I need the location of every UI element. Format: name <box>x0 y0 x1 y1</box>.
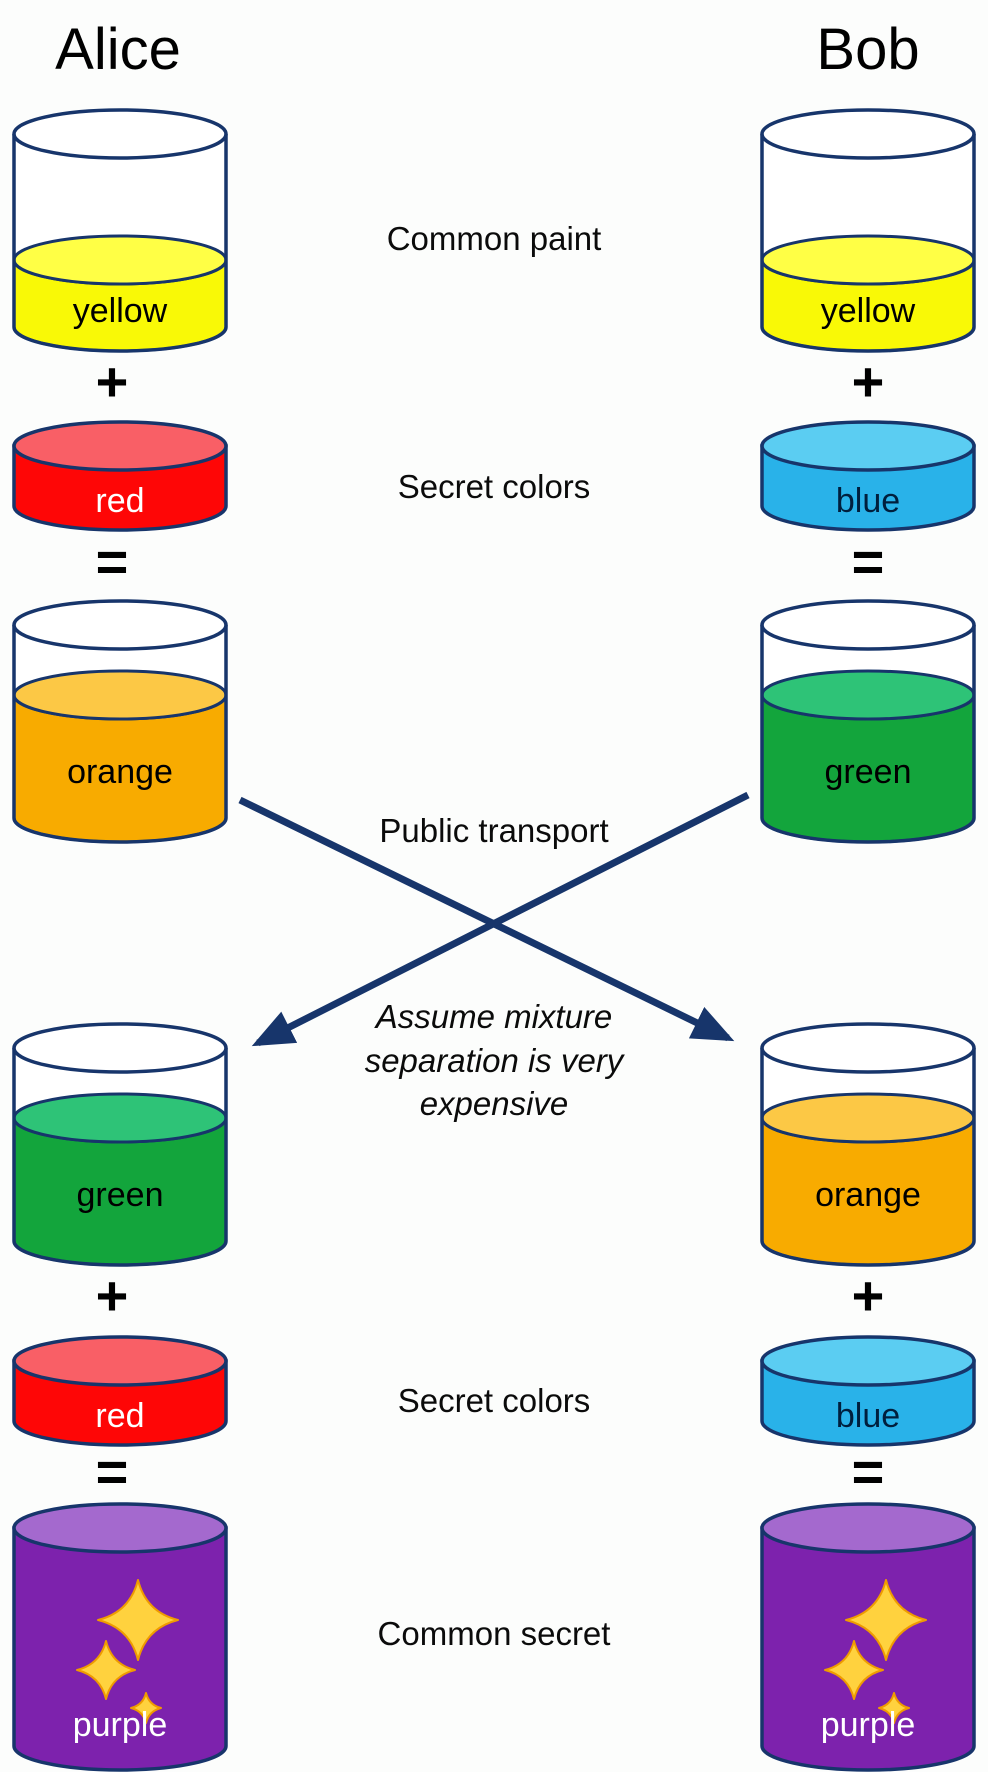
bucket-label: yellow <box>73 292 168 330</box>
bob-title: Bob <box>816 17 920 82</box>
bucket-label: red <box>95 1397 144 1435</box>
bucket-label: red <box>95 482 144 520</box>
paint-surface <box>12 669 228 721</box>
bob-to-alice-arrow <box>251 791 750 1047</box>
bob-secret-color-bucket-1: blue <box>758 420 978 537</box>
sparkle-icon <box>878 1692 910 1724</box>
mixture-note-line-2: separation is very <box>364 1041 624 1079</box>
alice-common-secret-bucket: purple <box>10 1502 230 1772</box>
common-paint-label: Common paint <box>386 220 602 257</box>
bob-plus-operator-1: + <box>851 350 885 413</box>
container-opening <box>12 599 228 651</box>
bucket-label: orange <box>815 1176 921 1214</box>
paint-bucket-graphic: green <box>760 599 976 844</box>
alice-plus-operator-1: + <box>95 350 129 413</box>
bob-common-paint-bucket: yellow <box>758 108 978 358</box>
paint-bucket-graphic: red <box>12 1335 228 1447</box>
paint-surface <box>12 1092 228 1144</box>
mixture-note-line-3: expensive <box>419 1085 569 1123</box>
bucket-label: green <box>825 753 912 791</box>
paint-surface <box>760 1092 976 1144</box>
secret-colors-label-bottom: Secret colors <box>397 1382 591 1419</box>
alice-equals-operator-2: = <box>95 1440 129 1503</box>
sparkle-icon <box>76 1640 136 1700</box>
alice-to-bob-arrow <box>238 796 735 1042</box>
container-opening <box>760 599 976 651</box>
alice-equals-operator-1: = <box>95 530 129 593</box>
container-opening <box>12 1022 228 1074</box>
sparkle-icon <box>97 1579 179 1661</box>
container-opening <box>760 1022 976 1074</box>
paint-bucket-graphic: red <box>12 420 228 532</box>
bucket-label: yellow <box>821 292 916 330</box>
bob-mixture-bucket: green <box>758 599 978 849</box>
paint-surface <box>760 1335 976 1387</box>
paint-bucket-graphic: purple <box>12 1502 228 1772</box>
paint-bucket-graphic: yellow <box>12 108 228 353</box>
container-opening <box>12 108 228 160</box>
bob-equals-operator-2: = <box>851 1440 885 1503</box>
paint-surface <box>12 420 228 472</box>
paint-bucket-graphic: yellow <box>760 108 976 353</box>
sparkle-icon <box>824 1640 884 1700</box>
paint-fill <box>760 1526 976 1772</box>
bob-common-secret-bucket: purple <box>758 1502 978 1772</box>
bucket-label: blue <box>836 1397 900 1435</box>
paint-surface <box>760 420 976 472</box>
bob-secret-color-bucket-2: blue <box>758 1335 978 1452</box>
bucket-label: blue <box>836 482 900 520</box>
exchange-arrows <box>238 791 750 1047</box>
paint-bucket-graphic: orange <box>760 1022 976 1267</box>
paint-fill <box>12 1526 228 1772</box>
paint-bucket-graphic: blue <box>760 1335 976 1447</box>
paint-bucket-graphic: purple <box>760 1502 976 1772</box>
bob-received-mixture-bucket: orange <box>758 1022 978 1272</box>
paint-bucket-graphic: orange <box>12 599 228 844</box>
bucket-label: purple <box>821 1706 916 1744</box>
alice-plus-operator-2: + <box>95 1264 129 1327</box>
container-opening <box>760 108 976 160</box>
alice-mixture-bucket: orange <box>10 599 230 849</box>
common-secret-label: Common secret <box>377 1615 611 1652</box>
paint-surface <box>760 234 976 286</box>
paint-surface <box>760 1502 976 1554</box>
paint-surface <box>760 669 976 721</box>
alice-secret-color-bucket-2: red <box>10 1335 230 1452</box>
bob-equals-operator-1: = <box>851 530 885 593</box>
paint-bucket-graphic: green <box>12 1022 228 1267</box>
paint-bucket-graphic: blue <box>760 420 976 532</box>
bucket-label: purple <box>73 1706 168 1744</box>
secret-colors-label-top: Secret colors <box>397 468 591 505</box>
public-transport-label: Public transport <box>379 812 609 849</box>
alice-title: Alice <box>55 17 181 82</box>
alice-secret-color-bucket-1: red <box>10 420 230 537</box>
sparkle-icon <box>845 1579 927 1661</box>
paint-surface <box>12 1502 228 1554</box>
bucket-label: green <box>77 1176 164 1214</box>
bob-plus-operator-2: + <box>851 1264 885 1327</box>
alice-common-paint-bucket: yellow <box>10 108 230 358</box>
bucket-label: orange <box>67 753 173 791</box>
alice-received-mixture-bucket: green <box>10 1022 230 1272</box>
paint-surface <box>12 1335 228 1387</box>
mixture-note-line-1: Assume mixture <box>375 998 613 1035</box>
mixture-note: Assume mixture separation is very expens… <box>365 995 624 1126</box>
paint-surface <box>12 234 228 286</box>
sparkle-icon <box>130 1692 162 1724</box>
